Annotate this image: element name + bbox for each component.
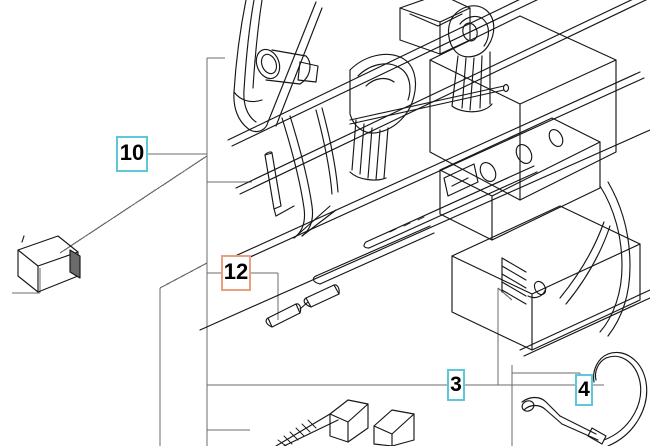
callout-label-4[interactable]: 4 — [575, 374, 593, 406]
leader-lines — [12, 57, 604, 446]
callout-10-text: 10 — [119, 140, 145, 165]
callout-label-3[interactable]: 3 — [447, 369, 465, 401]
callout-label-12[interactable]: 12 — [221, 255, 251, 291]
callout-4-text: 4 — [578, 377, 590, 401]
callout-label-10[interactable]: 10 — [116, 136, 148, 172]
callout-3-text: 3 — [450, 372, 462, 396]
machine-assembly-outline — [17, 0, 650, 446]
callout-12-text: 12 — [223, 259, 249, 284]
